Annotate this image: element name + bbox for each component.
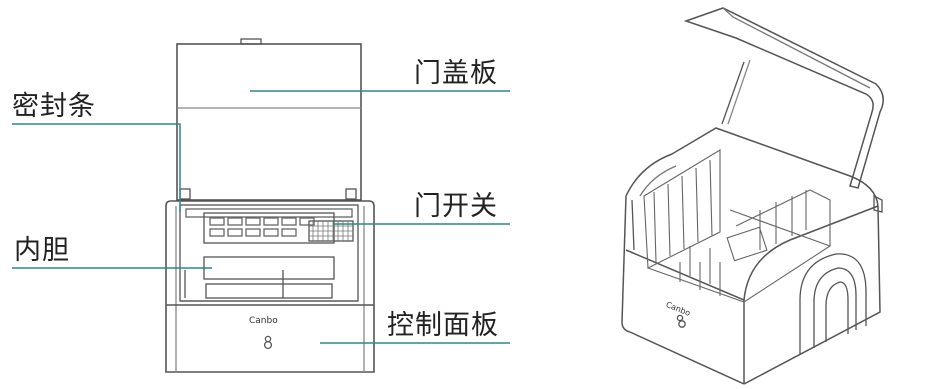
perspective-view <box>621 7 884 385</box>
body-front-bottom <box>629 331 745 385</box>
label-seal-strip: 密封条 <box>12 91 96 122</box>
label-inner-tank: 内胆 <box>14 235 70 266</box>
tank-opening <box>179 204 359 302</box>
rack-middle <box>203 256 335 280</box>
body-outer <box>165 200 375 373</box>
front-brand-logo: Canbo <box>249 316 278 326</box>
arch-mid <box>813 267 857 348</box>
body-top-rim <box>625 127 879 207</box>
leader-seal-strip <box>12 123 181 212</box>
side-switch <box>873 194 883 213</box>
body-left-edge <box>631 199 635 251</box>
hinge-left <box>179 188 191 200</box>
perspective-rack <box>643 149 832 303</box>
door-lid <box>176 43 362 201</box>
perspective-lid <box>683 7 884 189</box>
leader-lines <box>12 90 510 344</box>
rack-upper <box>203 212 335 244</box>
body-left <box>621 195 631 333</box>
rack-slots <box>209 217 315 237</box>
body-left-inner <box>639 165 677 197</box>
label-control-panel: 控制面板 <box>387 310 499 341</box>
label-door-switch: 门开关 <box>414 191 498 222</box>
front-view <box>165 38 375 373</box>
seal-strip <box>185 208 353 218</box>
lid-arm-inner <box>727 59 751 125</box>
arch-inner <box>825 281 849 342</box>
hinge-right <box>345 188 357 200</box>
perspective-knob-top <box>676 314 684 322</box>
perspective-lid-rim <box>722 7 871 89</box>
body-right <box>743 205 881 385</box>
body-right-top <box>743 205 879 301</box>
knob-icon-top <box>264 335 272 343</box>
knob-icon-bottom <box>263 340 273 350</box>
perspective-knob-bottom <box>678 320 686 328</box>
label-door-panel: 门盖板 <box>414 58 498 89</box>
rack-lower <box>205 283 333 299</box>
arch-outer <box>799 253 867 354</box>
lid-arm-left <box>721 61 745 125</box>
control-panel-face <box>625 249 745 384</box>
